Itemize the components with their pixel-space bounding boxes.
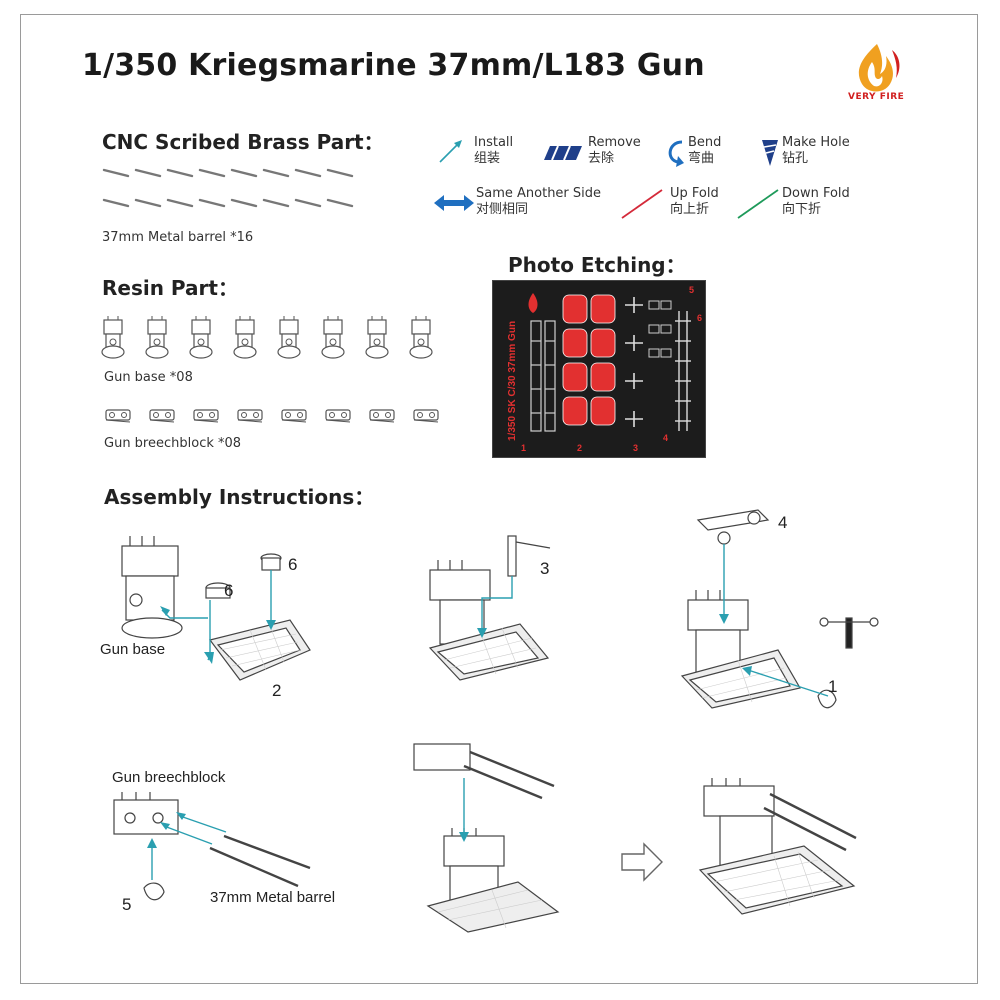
assembly-step-1: Gun base 2 6 6 (100, 536, 311, 700)
legend-make-hole-cn: 钻孔 (782, 151, 809, 166)
legend-up-fold: Up Fold 向上折 (670, 186, 719, 218)
etch-number-4: 4 (663, 433, 668, 443)
step4-breechblock-label: Gun breechblock (112, 769, 226, 786)
legend-install: Install 组装 (474, 135, 513, 167)
legend-down-fold-cn: 向下折 (782, 202, 822, 217)
gun-base-label: Gun base *08 (104, 370, 193, 385)
legend-remove-cn: 去除 (588, 151, 615, 166)
step1-number-2: 2 (272, 681, 281, 700)
instruction-sheet (20, 14, 978, 984)
install-arrow-icon (439, 140, 462, 163)
step1-gun-base-label: Gun base (100, 641, 165, 658)
assembly-step-2: 3 (428, 535, 551, 681)
photo-etch-fret: 1/350 SK C/30 37mm Gun (492, 280, 706, 458)
legend-bend-en: Bend (688, 135, 722, 150)
legend-remove: Remove 去除 (588, 135, 641, 167)
step1-number-6a: 6 (224, 581, 233, 600)
legend-down-fold-en: Down Fold (782, 186, 850, 201)
step2-number-3: 3 (540, 559, 549, 578)
assembly-step-3: 4 1 (680, 509, 879, 709)
step3-number-1: 1 (828, 677, 837, 696)
legend-same-side: Same Another Side 对侧相同 (476, 186, 601, 218)
drill-icon (762, 140, 778, 166)
photo-etching-title: Photo Etching： (508, 253, 686, 277)
legend-make-hole-en: Make Hole (782, 135, 850, 150)
barrel-label: 37mm Metal barrel *16 (102, 230, 254, 245)
etch-number-3: 3 (633, 443, 638, 453)
legend-up-fold-en: Up Fold (670, 186, 719, 201)
assembly-step-4: Gun breechblock 37mm Metal barrel 5 (112, 769, 335, 914)
etch-number-6: 6 (697, 313, 702, 323)
etch-number-2: 2 (577, 443, 582, 453)
etch-number-1: 1 (521, 443, 526, 453)
legend-same-side-en: Same Another Side (476, 186, 602, 201)
legend-install-en: Install (474, 135, 514, 150)
assembly-step-5 (413, 743, 560, 933)
resin-section-title: Resin Part： (102, 276, 238, 300)
legend-up-fold-cn: 向上折 (670, 202, 710, 217)
step4-barrel-label: 37mm Metal barrel (210, 889, 335, 906)
etch-number-5: 5 (689, 285, 694, 295)
next-step-arrow-icon (621, 842, 663, 882)
very-fire-logo: VERY FIRE (842, 40, 912, 104)
breechblock-label: Gun breechblock *08 (104, 436, 242, 451)
flame-logo-icon (858, 44, 900, 92)
cnc-section-title: CNC Scribed Brass Part： (102, 130, 384, 154)
double-arrow-icon (434, 195, 474, 211)
legend-remove-en: Remove (588, 135, 641, 150)
breechblocks-illustration (105, 409, 439, 423)
down-fold-line-icon (737, 189, 779, 219)
legend-bend: Bend 弯曲 (688, 135, 721, 167)
assembly-final (698, 778, 857, 915)
legend-bend-cn: 弯曲 (688, 151, 715, 166)
up-fold-line-icon (621, 189, 663, 219)
legend-down-fold: Down Fold 向下折 (782, 186, 850, 218)
step4-number-5: 5 (122, 895, 131, 914)
remove-icon (544, 145, 582, 161)
legend-make-hole: Make Hole 钻孔 (782, 135, 850, 167)
step1-number-6b: 6 (288, 555, 297, 574)
photo-etch-parts: 1/350 SK C/30 37mm Gun (507, 285, 702, 453)
legend-same-side-cn: 对侧相同 (476, 202, 529, 217)
gun-bases-illustration (101, 315, 433, 359)
step3-number-4: 4 (778, 513, 787, 532)
brass-barrels-illustration (102, 168, 354, 208)
logo-text: VERY FIRE (848, 92, 905, 102)
assembly-section-title: Assembly Instructions： (104, 485, 375, 509)
page-title: 1/350 Kriegsmarine 37mm/L183 Gun (82, 48, 705, 83)
legend-install-cn: 组装 (474, 151, 501, 166)
fret-label: 1/350 SK C/30 37mm Gun (507, 321, 518, 441)
bend-icon (668, 140, 684, 167)
